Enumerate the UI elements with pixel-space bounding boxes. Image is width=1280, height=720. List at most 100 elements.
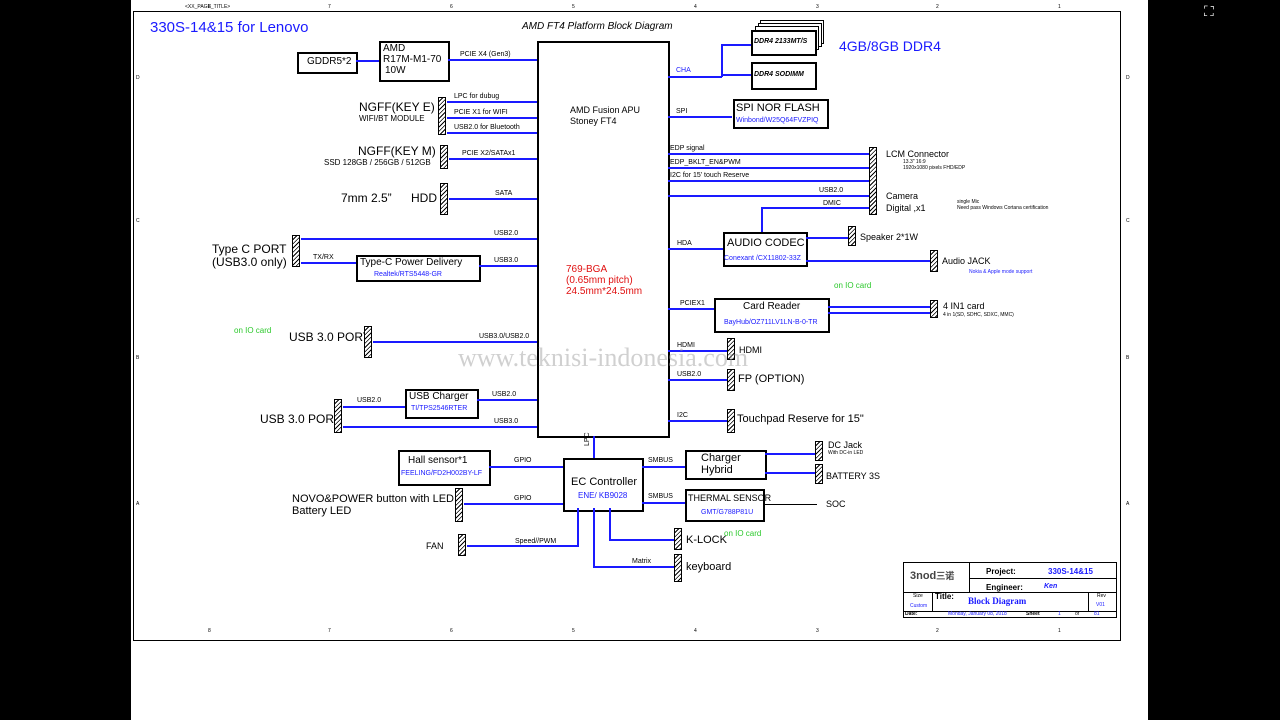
soc-label: SOC (826, 499, 846, 509)
battery-label: BATTERY 3S (826, 471, 881, 481)
lcm-sub2: 1920x1080 pixels FHD/EDP (903, 165, 966, 171)
lcm-connector (869, 147, 877, 215)
grid-top-2: 2 (936, 4, 939, 10)
touchpad-label: Touchpad Reserve for 15" (737, 413, 864, 425)
edp-label: EDP signal (670, 145, 705, 152)
title-block-divider-h1 (969, 578, 1116, 579)
usb-charger-title: USB Charger (409, 391, 469, 402)
ddr4-a-label: DDR4 2133MT/S (754, 38, 808, 45)
lpc-label: LPC (584, 432, 591, 446)
hall-gpio-line (489, 466, 563, 468)
title-block (903, 562, 1117, 618)
klock-line (609, 539, 674, 541)
novo-gpio-line (464, 503, 563, 505)
novo-line2: Battery LED (292, 505, 352, 517)
dcjack-line (765, 453, 815, 455)
card-line-1 (828, 306, 930, 308)
ngff-e-lpc-line (447, 101, 537, 103)
dcjack-note: With DC-in LED (828, 450, 864, 456)
thermal-sensor-block (685, 489, 765, 522)
apu-package: 769-BGA (566, 264, 608, 275)
ngff-e-pcie-line (447, 117, 537, 119)
ngff-e-title: NGFF(KEY E) (359, 100, 435, 114)
watermark: www.teknisi-indonesia.com (458, 343, 749, 372)
grid-bottom-3: 3 (816, 628, 819, 634)
project-value: 330S-14&15 (1048, 567, 1093, 576)
apu-name: AMD Fusion APU (570, 105, 641, 115)
grid-side-a-right: A (1126, 501, 1130, 507)
touchpad-line (668, 420, 727, 422)
ddr4-b-label: DDR4 SODIMM (754, 71, 804, 78)
fan-sig-label: Speed//PWM (515, 538, 557, 545)
pd-controller-part: Realtek/RTS5448-GR (374, 271, 442, 278)
pciex1-line (668, 308, 714, 310)
jack-note: Nokia & Apple mode support (969, 269, 1033, 275)
grid-bottom-2: 2 (936, 628, 939, 634)
sheet-value: 1 (1058, 611, 1061, 617)
title-block-divider-v3 (1088, 592, 1089, 611)
usb30-port-sig: USB3.0/USB2.0 (479, 333, 530, 340)
usb30-port2-connector (334, 399, 342, 433)
smbus2-line (642, 502, 685, 504)
grid-top-4: 4 (694, 4, 697, 10)
novo-connector (455, 488, 463, 522)
grid-side-b-right: B (1126, 355, 1130, 361)
title-block-divider-h3 (903, 611, 1116, 612)
klock-drop (609, 508, 611, 540)
card-connector (930, 300, 938, 318)
ngff-m-sig-label: PCIE X2/SATAx1 (462, 150, 516, 157)
ddr4-b-block (751, 62, 817, 90)
lcm-sub1: 13.3" 16:9 (903, 159, 926, 165)
company-logo: 3nod三诺 (910, 571, 954, 582)
grid-top-7: 7 (328, 4, 331, 10)
gpu-pcie-label: PCIE X4 (Gen3) (460, 51, 511, 58)
jack-line (806, 260, 930, 262)
jack-label: Audio JACK (942, 256, 991, 266)
matrix-drop (593, 508, 595, 568)
grid-side-d-right: D (1126, 75, 1130, 81)
card-sub: 4 in 1(SD, SDHC, SDXC, MMC) (943, 312, 1014, 318)
apu-block (537, 41, 670, 438)
title-block-divider-h2 (903, 592, 1116, 593)
hall-title: Hall sensor*1 (408, 455, 468, 466)
grid-top-3: 3 (816, 4, 819, 10)
usb-charger-block (405, 389, 479, 419)
keyboard-label: keyboard (686, 561, 732, 573)
klock-connector (674, 528, 682, 550)
drawing-frame (133, 11, 1121, 641)
fp-label: FP (OPTION) (738, 373, 805, 385)
gpu-vendor: AMD (383, 43, 406, 54)
battery-line (765, 472, 815, 474)
gpu-pcie-link (448, 59, 537, 61)
smbus1-label: SMBUS (648, 457, 673, 464)
gddr5-label: GDDR5*2 (307, 56, 352, 67)
spi-flash-block (733, 99, 829, 129)
klock-label: K-LOCK (686, 534, 727, 546)
io-card-note-left: on IO card (234, 326, 272, 335)
title-value: Block Diagram (968, 596, 1027, 606)
page-title-marker: <XX_PAGE_TITLE> (185, 4, 231, 10)
rev-value: V01 (1096, 602, 1105, 608)
expand-icon[interactable]: ⛶ (1204, 3, 1214, 19)
camera-sub: Digital ,x1 (886, 203, 926, 213)
charger-in-label: USB2.0 (357, 397, 382, 404)
typec-txrx-line (301, 262, 356, 264)
hdmi-line (668, 350, 727, 352)
apu-size: 24.5mm*24.5mm (566, 286, 643, 297)
dmic-label: DMIC (823, 200, 841, 207)
speaker-label: Speaker 2*1W (860, 232, 919, 242)
ngff-m-subtitle: SSD 128GB / 256GB / 512GB (324, 158, 431, 167)
cha-line (668, 76, 722, 78)
io-card-note-right: on IO card (834, 281, 872, 290)
ngff-e-pcie-label: PCIE X1 for WIFI (454, 109, 508, 116)
grid-side-b: B (136, 355, 140, 361)
cha-label: CHA (676, 67, 691, 74)
lpc-line (593, 436, 595, 458)
size-value: Custom (910, 603, 928, 609)
pciex1-label: PCIEX1 (680, 300, 705, 307)
fan-label: FAN (426, 541, 444, 551)
hdd-sata-label: SATA (495, 190, 513, 197)
ddr4-a-block (751, 30, 817, 56)
grid-top-8: 8 (208, 4, 211, 10)
charger-line1: Charger (701, 452, 741, 464)
